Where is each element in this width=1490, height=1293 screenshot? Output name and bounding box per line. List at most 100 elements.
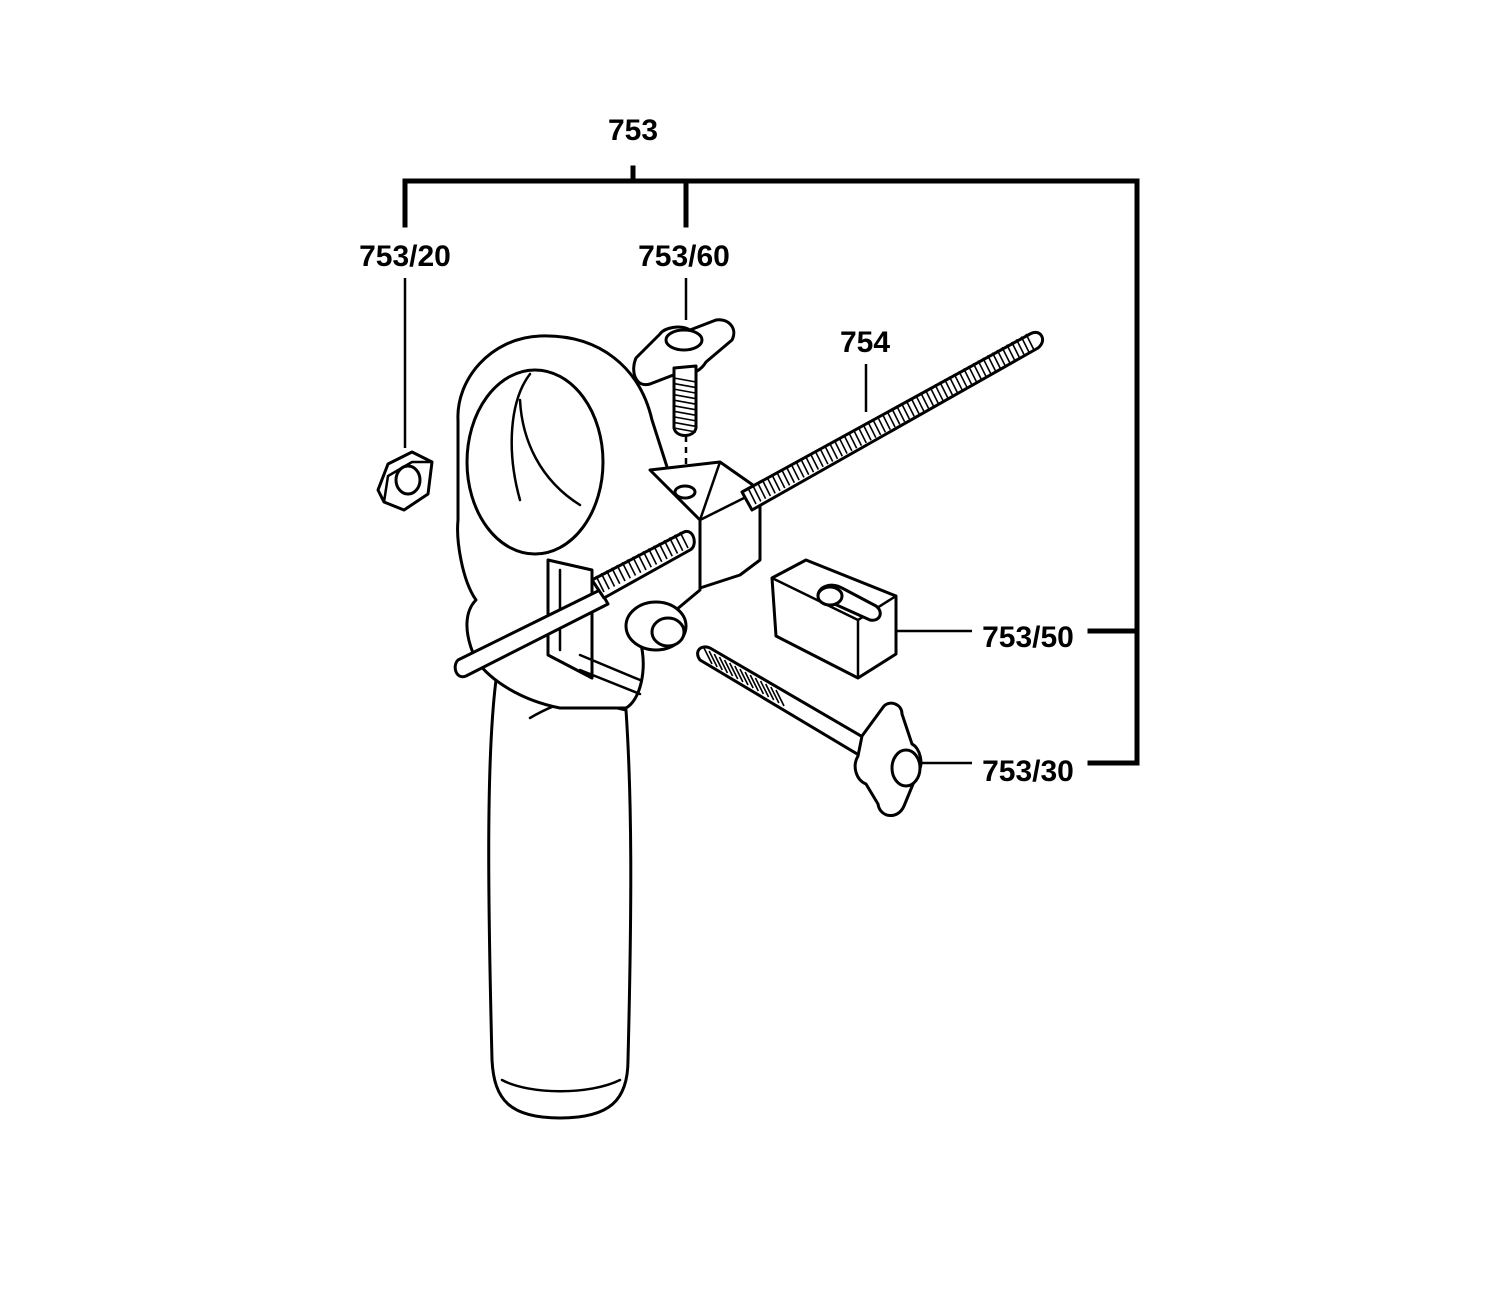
thread-line	[1010, 341, 1021, 359]
thread-line	[1015, 338, 1026, 356]
thread-line	[637, 553, 647, 571]
thread-line	[673, 388, 697, 394]
thread-line	[910, 397, 920, 415]
label-753: 753	[608, 114, 658, 147]
thread-line	[673, 399, 697, 406]
thread-line	[780, 469, 791, 486]
thread-line	[972, 362, 982, 380]
thread-line	[867, 421, 877, 438]
thread-line	[673, 404, 697, 411]
thread-line	[900, 402, 911, 420]
thread-line	[996, 349, 1006, 367]
thread-line	[749, 674, 760, 692]
thread-line	[986, 354, 997, 372]
thread-line	[991, 352, 1002, 369]
thread-line	[924, 389, 935, 407]
thread-line	[718, 656, 729, 674]
clamp-block	[770, 558, 898, 680]
thread-line	[756, 482, 767, 500]
thread-line	[621, 561, 631, 579]
thread-line	[673, 410, 697, 417]
thread-line	[761, 479, 772, 497]
thread-line	[728, 662, 739, 680]
screw-top-threads	[673, 377, 697, 433]
thread-line	[642, 550, 652, 568]
thread-line	[962, 368, 973, 385]
thread-line	[754, 677, 765, 695]
label-754: 754	[840, 326, 890, 359]
thread-line	[862, 423, 872, 441]
rod-threads	[747, 333, 1035, 505]
rod-threads-short	[595, 531, 689, 593]
thread-line	[663, 539, 673, 557]
thread-line	[934, 384, 944, 401]
depth-stop-rod	[453, 331, 1044, 679]
thread-line	[723, 659, 734, 677]
thread-line	[759, 680, 770, 698]
thread-line	[673, 416, 697, 422]
thread-line	[673, 427, 697, 433]
thread-line	[857, 426, 867, 444]
thread-line	[915, 394, 925, 412]
thread-line	[653, 545, 663, 563]
thread-line	[814, 450, 824, 468]
thread-line	[766, 477, 776, 494]
thread-line	[752, 484, 762, 502]
label-753-50: 753/50	[982, 621, 1074, 654]
thread-line	[977, 360, 987, 377]
thread-line	[843, 434, 853, 452]
thread-line	[905, 400, 915, 417]
thread-line	[891, 407, 901, 425]
thread-line	[919, 392, 930, 409]
thread-line	[775, 689, 785, 707]
thread-line	[953, 373, 963, 391]
thread-line	[948, 376, 959, 393]
thread-line	[611, 567, 621, 585]
thread-line	[632, 556, 642, 574]
thread-line	[713, 653, 724, 671]
thread-line	[1020, 336, 1030, 354]
thread-line	[886, 410, 896, 428]
screw-bottom-threads	[703, 647, 785, 707]
thread-line	[795, 461, 805, 478]
thread-line	[804, 455, 815, 473]
thread-line	[790, 463, 800, 481]
assembly-bracket	[402, 165, 1140, 766]
thread-line	[958, 370, 968, 388]
thread-line	[785, 466, 796, 484]
label-753-60: 753/60	[638, 240, 730, 273]
thread-line	[673, 382, 697, 389]
thread-line	[595, 575, 605, 593]
thread-line	[828, 442, 839, 460]
thread-line	[809, 453, 820, 470]
thread-line	[833, 439, 843, 457]
thread-line	[1006, 344, 1016, 361]
hex-nut	[376, 450, 434, 512]
thread-line	[658, 542, 668, 560]
thread-line	[939, 381, 949, 399]
thread-line	[838, 437, 848, 454]
wing-screw-top	[632, 318, 736, 437]
thread-line	[771, 474, 781, 492]
thread-line	[668, 537, 679, 554]
thread-line	[967, 365, 978, 383]
thread-line	[871, 418, 882, 436]
side-handle	[456, 334, 762, 1120]
thread-line	[674, 534, 684, 552]
thread-line	[626, 559, 637, 576]
thread-line	[982, 357, 992, 375]
thread-line	[1001, 346, 1011, 364]
thread-line	[673, 377, 697, 383]
thread-line	[600, 572, 610, 590]
label-753-20: 753/20	[359, 240, 451, 273]
thread-line	[703, 647, 713, 665]
thread-line	[708, 650, 718, 668]
thread-line	[747, 487, 757, 505]
thread-line	[647, 548, 658, 565]
thread-line	[881, 413, 891, 431]
thread-line	[673, 393, 697, 400]
thread-line	[1025, 333, 1035, 351]
thread-line	[605, 570, 616, 587]
thread-line	[819, 447, 829, 465]
